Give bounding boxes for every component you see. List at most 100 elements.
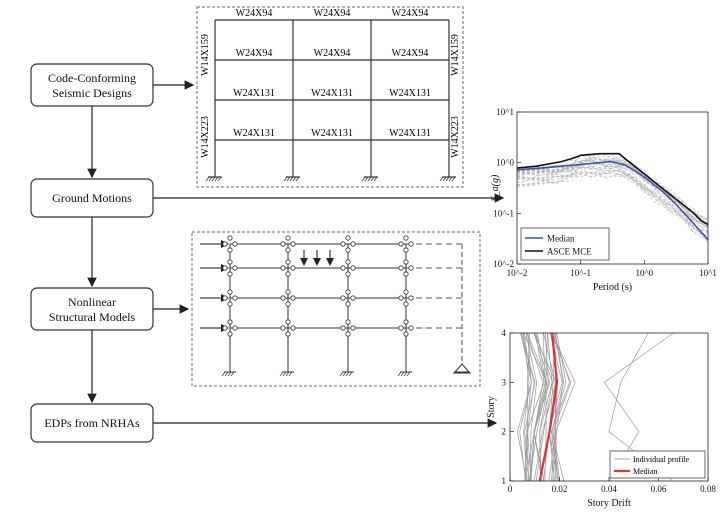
beam-hinge xyxy=(280,325,286,331)
beam-hinge xyxy=(290,265,296,271)
support-hatch xyxy=(400,371,405,377)
column-hinge xyxy=(285,319,291,325)
support-hatch xyxy=(227,371,232,377)
support-hatch xyxy=(224,371,229,377)
support-hatch xyxy=(211,176,216,182)
beam-hinge xyxy=(222,265,228,271)
support-hatch xyxy=(285,371,290,377)
support-hatch xyxy=(283,176,288,182)
column-hinge xyxy=(403,289,409,295)
x-tick-label: 10^-2 xyxy=(507,268,528,278)
series-line-asce-mce xyxy=(516,152,709,226)
beam-hinge xyxy=(398,265,404,271)
support-hatch xyxy=(361,176,366,182)
beam-hinge xyxy=(340,241,346,247)
beam-hinge xyxy=(232,241,238,247)
record-spectrum-line xyxy=(516,156,709,226)
column-hinge xyxy=(285,271,291,277)
beam-hinge xyxy=(280,295,286,301)
column-hinge xyxy=(345,271,351,277)
column-hinge xyxy=(345,331,351,337)
beam-hinge xyxy=(290,241,296,247)
support-hatch xyxy=(214,176,219,182)
legend-label: Individual profile xyxy=(633,455,690,464)
beam-hinge xyxy=(408,325,414,331)
individual-profile-line xyxy=(550,332,570,482)
column-hinge xyxy=(403,319,409,325)
column-hinge xyxy=(403,247,409,253)
individual-profile-line xyxy=(524,332,530,482)
y-tick-label: 2 xyxy=(502,427,507,437)
beam-hinge xyxy=(290,295,296,301)
column-label: W14X159 xyxy=(200,34,211,76)
beam-hinge xyxy=(222,241,228,247)
column-hinge xyxy=(403,235,409,241)
column-hinge xyxy=(285,247,291,253)
beam-label: W24X94 xyxy=(314,8,351,19)
beam-hinge xyxy=(350,265,356,271)
beam-hinge xyxy=(280,241,286,247)
record-spectrum-line xyxy=(516,159,709,234)
beam-label: W24X131 xyxy=(389,88,431,99)
beam-label: W24X94 xyxy=(236,48,273,59)
box-label-line2: Structural Models xyxy=(49,310,136,324)
column-hinge xyxy=(285,331,291,337)
beam-hinge xyxy=(408,241,414,247)
support-hatch xyxy=(367,176,372,182)
beam-hinge xyxy=(290,325,296,331)
individual-profile-line xyxy=(533,332,557,482)
box-code-conforming: Code-Conforming Seismic Designs xyxy=(30,63,154,107)
support-hatch xyxy=(339,371,344,377)
column-hinge xyxy=(345,289,351,295)
column-hinge xyxy=(227,331,233,337)
beam-hinge xyxy=(222,325,228,331)
beam-hinge xyxy=(398,295,404,301)
support-hatch xyxy=(282,371,287,377)
support-hatch xyxy=(348,371,353,377)
beam-hinge xyxy=(340,325,346,331)
individual-profile-line xyxy=(550,332,572,482)
column-hinge xyxy=(403,331,409,337)
column-label: W14X223 xyxy=(450,116,461,158)
column-hinge xyxy=(227,235,233,241)
support-hatch xyxy=(295,176,300,182)
x-tick-label: 0.02 xyxy=(552,484,568,494)
median-profile-line xyxy=(538,332,559,482)
column-hinge xyxy=(403,271,409,277)
support-hatch xyxy=(221,371,226,377)
beam-hinge xyxy=(398,241,404,247)
column-hinge xyxy=(227,247,233,253)
pin-support xyxy=(453,363,471,373)
y-tick-label: 1 xyxy=(502,476,507,486)
beam-hinge xyxy=(340,295,346,301)
box-label-line1: Code-Conforming xyxy=(48,71,136,85)
y-axis-label: Story xyxy=(486,396,497,418)
support-hatch xyxy=(288,371,293,377)
record-spectrum-line xyxy=(516,156,709,220)
y-tick-label: 10^0 xyxy=(496,158,514,168)
beam-hinge xyxy=(350,295,356,301)
column-hinge xyxy=(227,301,233,307)
support-hatch xyxy=(370,176,375,182)
column-hinge xyxy=(403,259,409,265)
support-hatch xyxy=(286,176,291,182)
beam-hinge xyxy=(340,265,346,271)
beam-label: W24X131 xyxy=(389,128,431,139)
nonlinear-model-diagram xyxy=(200,235,471,377)
record-spectrum-line xyxy=(516,159,709,228)
box-label-line1: Ground Motions xyxy=(52,191,132,205)
box-label-line1: Nonlinear xyxy=(68,295,116,309)
beam-hinge xyxy=(222,295,228,301)
y-tick-label: 3 xyxy=(502,377,507,387)
legend-label: Median xyxy=(633,467,657,476)
column-hinge xyxy=(227,259,233,265)
box-ground-motions: Ground Motions xyxy=(30,178,154,218)
column-hinge xyxy=(285,259,291,265)
beam-hinge xyxy=(232,295,238,301)
column-hinge xyxy=(285,301,291,307)
record-spectrum-line xyxy=(516,159,709,227)
support-hatch xyxy=(342,371,347,377)
record-spectrum-line xyxy=(516,154,709,221)
beam-hinge xyxy=(280,265,286,271)
